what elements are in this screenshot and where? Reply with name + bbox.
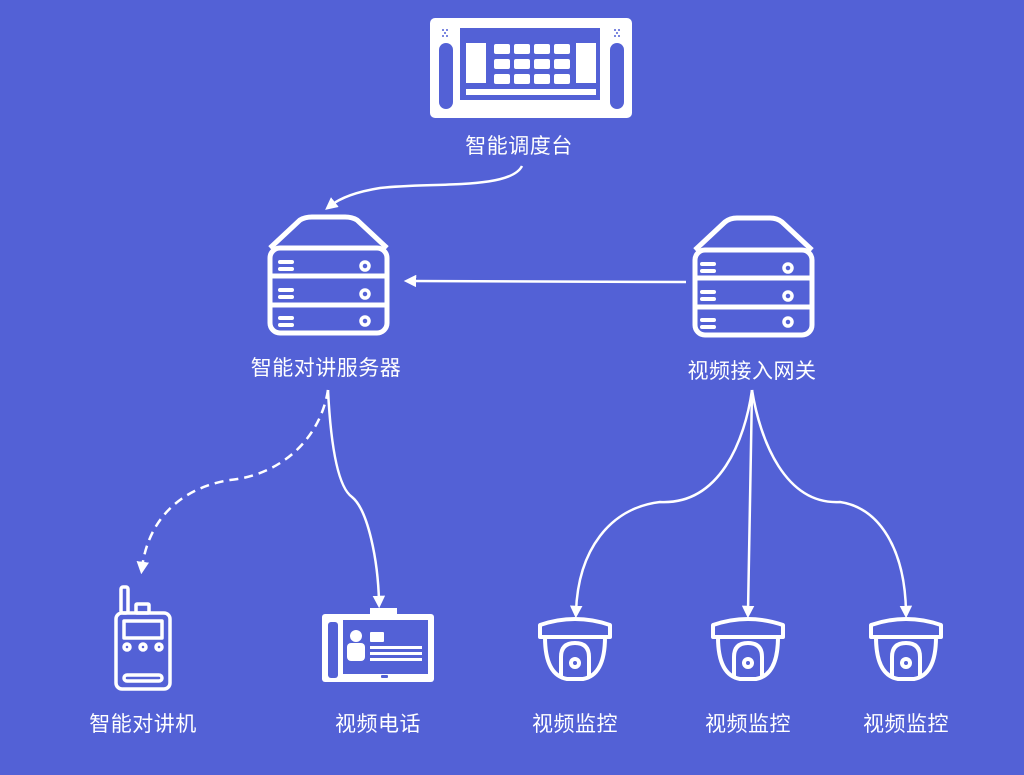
camera-1-label: 视频监控 [532,712,618,736]
edge-console-to-server [325,165,524,210]
edge-gateway-to-camera-3 [750,389,913,619]
dispatch-console-label: 智能调度台 [465,134,573,158]
video-phone-icon[interactable] [322,608,434,682]
video-gateway-server-icon[interactable] [692,215,815,338]
dispatch-console-icon[interactable] [430,18,632,118]
walkie-talkie-label: 智能对讲机 [89,712,197,736]
edge-server-to-phone [326,389,386,609]
dome-camera-icon-2[interactable] [711,617,785,681]
video-gateway-label: 视频接入网关 [687,359,817,383]
intercom-server-label: 智能对讲服务器 [250,356,402,380]
camera-2-label: 视频监控 [705,712,791,736]
walkie-talkie-icon[interactable] [114,585,172,691]
dome-camera-icon-1[interactable] [538,617,612,681]
intercom-server-icon[interactable] [267,214,390,336]
video-phone-label: 视频电话 [335,712,421,736]
dome-camera-icon-3[interactable] [869,617,943,681]
camera-3-label: 视频监控 [863,712,949,736]
edge-gateway-to-camera-2 [741,389,755,619]
edge-gateway-to-server [403,274,687,288]
edge-gateway-to-camera-1 [569,389,754,619]
edge-server-to-walkie [136,389,330,575]
